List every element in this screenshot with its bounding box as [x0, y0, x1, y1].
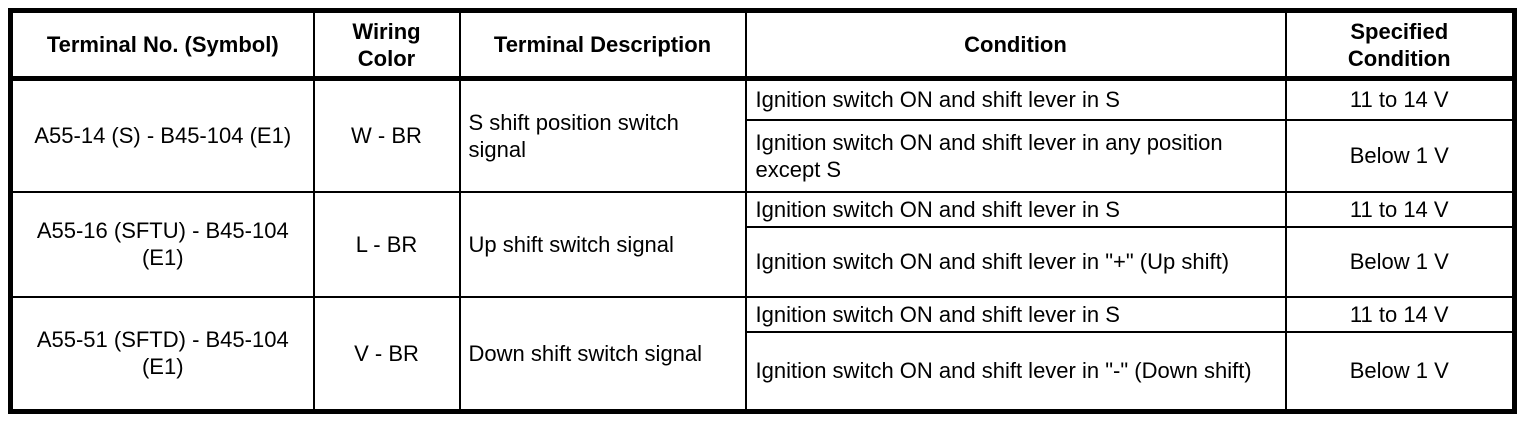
wiring-color-cell: V - BR — [312, 295, 461, 413]
table-row: Ignition switch ON and shift lever in "-… — [11, 330, 1516, 413]
table-row: A55-16 (SFTU) - B45-104 (E1) L - BR Up s… — [9, 190, 1516, 298]
wiring-color-cell: L - BR — [312, 190, 461, 298]
specified-condition-cell: 11 to 14 V — [1284, 77, 1516, 121]
condition-cell: Ignition switch ON and shift lever in "+… — [744, 225, 1287, 298]
table-row: A55-51 (SFTD) - B45-104 (E1) V - BR Down… — [9, 295, 1516, 413]
specified-condition-cell: Below 1 V — [1284, 225, 1516, 298]
col-header-terminal-no: Terminal No. (Symbol) — [9, 9, 315, 81]
col-header-condition: Condition — [744, 9, 1287, 81]
terminal-description-cell: S shift position switch signal — [458, 77, 747, 193]
condition-cell: Ignition switch ON and shift lever in S — [744, 190, 1287, 228]
condition-cell: Ignition switch ON and shift lever in S — [744, 77, 1287, 121]
header-row: Terminal No. (Symbol) Wiring Color Termi… — [9, 9, 1516, 81]
wiring-color-cell: W - BR — [312, 77, 461, 193]
table-row: Ignition switch ON and shift lever in an… — [11, 118, 1516, 193]
table-row: Ignition switch ON and shift lever in "+… — [11, 225, 1516, 298]
terminal-description-cell: Down shift switch signal — [458, 295, 747, 413]
terminal-no-cell: A55-51 (SFTD) - B45-104 (E1) — [9, 295, 315, 413]
terminal-spec-table: Terminal No. (Symbol) Wiring Color Termi… — [8, 8, 1517, 414]
condition-cell: Ignition switch ON and shift lever in S — [744, 295, 1287, 333]
col-header-specified-condition: Specified Condition — [1284, 9, 1516, 81]
table-row: A55-14 (S) - B45-104 (E1) W - BR S shift… — [9, 77, 1516, 193]
specified-condition-cell: 11 to 14 V — [1284, 295, 1516, 333]
col-header-wiring-color: Wiring Color — [312, 9, 461, 81]
terminal-no-cell: A55-14 (S) - B45-104 (E1) — [9, 77, 315, 193]
specified-condition-cell: Below 1 V — [1284, 118, 1516, 193]
terminal-description-cell: Up shift switch signal — [458, 190, 747, 298]
condition-cell: Ignition switch ON and shift lever in "-… — [744, 330, 1287, 413]
col-header-terminal-description: Terminal Description — [458, 9, 747, 81]
specified-condition-cell: 11 to 14 V — [1284, 190, 1516, 228]
condition-cell: Ignition switch ON and shift lever in an… — [744, 118, 1287, 193]
terminal-no-cell: A55-16 (SFTU) - B45-104 (E1) — [9, 190, 315, 298]
specified-condition-cell: Below 1 V — [1284, 330, 1516, 413]
